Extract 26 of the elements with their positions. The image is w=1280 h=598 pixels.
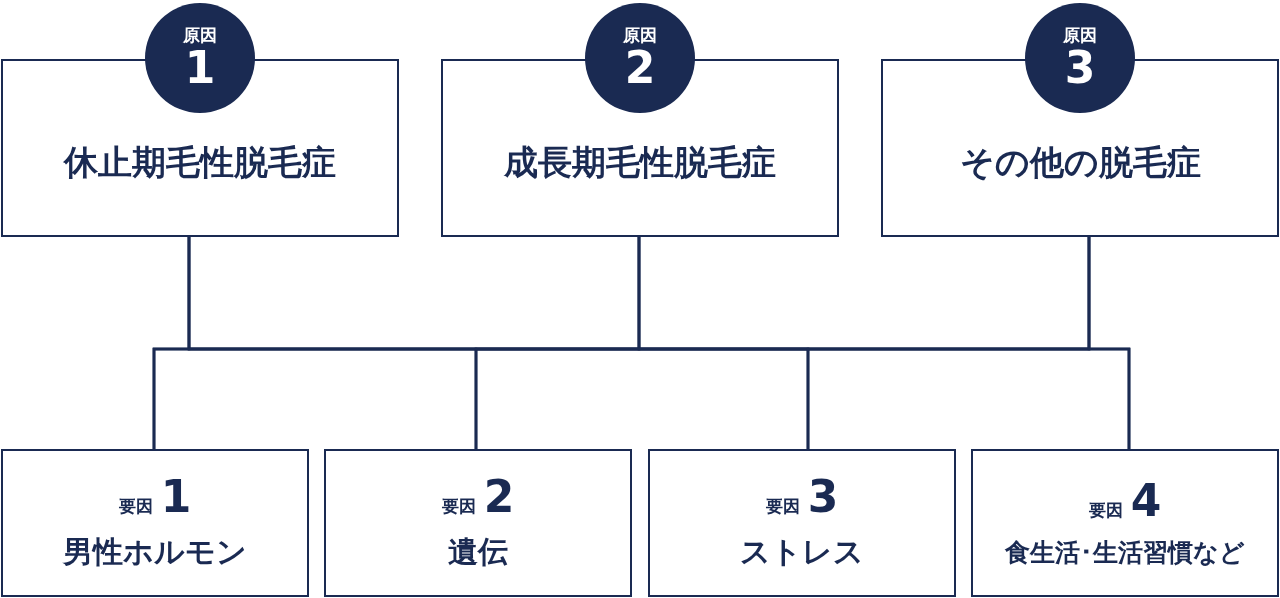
factor-box (971, 449, 1279, 597)
badge-number: 1 (184, 45, 216, 91)
factor-number: 4 (1130, 477, 1162, 524)
factor-title: 食生活･生活習慣など (1005, 536, 1245, 569)
factor-number: 3 (807, 473, 839, 520)
factor-label: 要因 (118, 495, 153, 516)
box-title: その他の脱毛症 (959, 141, 1201, 184)
factor-title: ストレス (740, 532, 864, 571)
connector-line (1087, 237, 1131, 449)
badge-label: 原因 (183, 25, 217, 45)
factor-title: 遺伝 (448, 532, 508, 571)
factor-number: 1 (160, 473, 192, 520)
box-title: 休止期毛性脱毛症 (64, 141, 336, 184)
badge-label: 原因 (623, 25, 657, 45)
factor-box (1, 449, 309, 597)
badge-label: 原因 (1063, 25, 1097, 45)
factor-label: 要因 (765, 495, 800, 516)
box-title: 成長期毛性脱毛症 (504, 141, 776, 184)
factor-title: 男性ホルモン (63, 532, 247, 571)
badge-number: 3 (1064, 45, 1096, 91)
factor-box (648, 449, 956, 597)
factor-box (324, 449, 632, 597)
badge-number: 2 (624, 45, 656, 91)
factor-number: 2 (483, 473, 515, 520)
factor-label: 要因 (441, 495, 476, 516)
factor-label: 要因 (1088, 499, 1123, 520)
